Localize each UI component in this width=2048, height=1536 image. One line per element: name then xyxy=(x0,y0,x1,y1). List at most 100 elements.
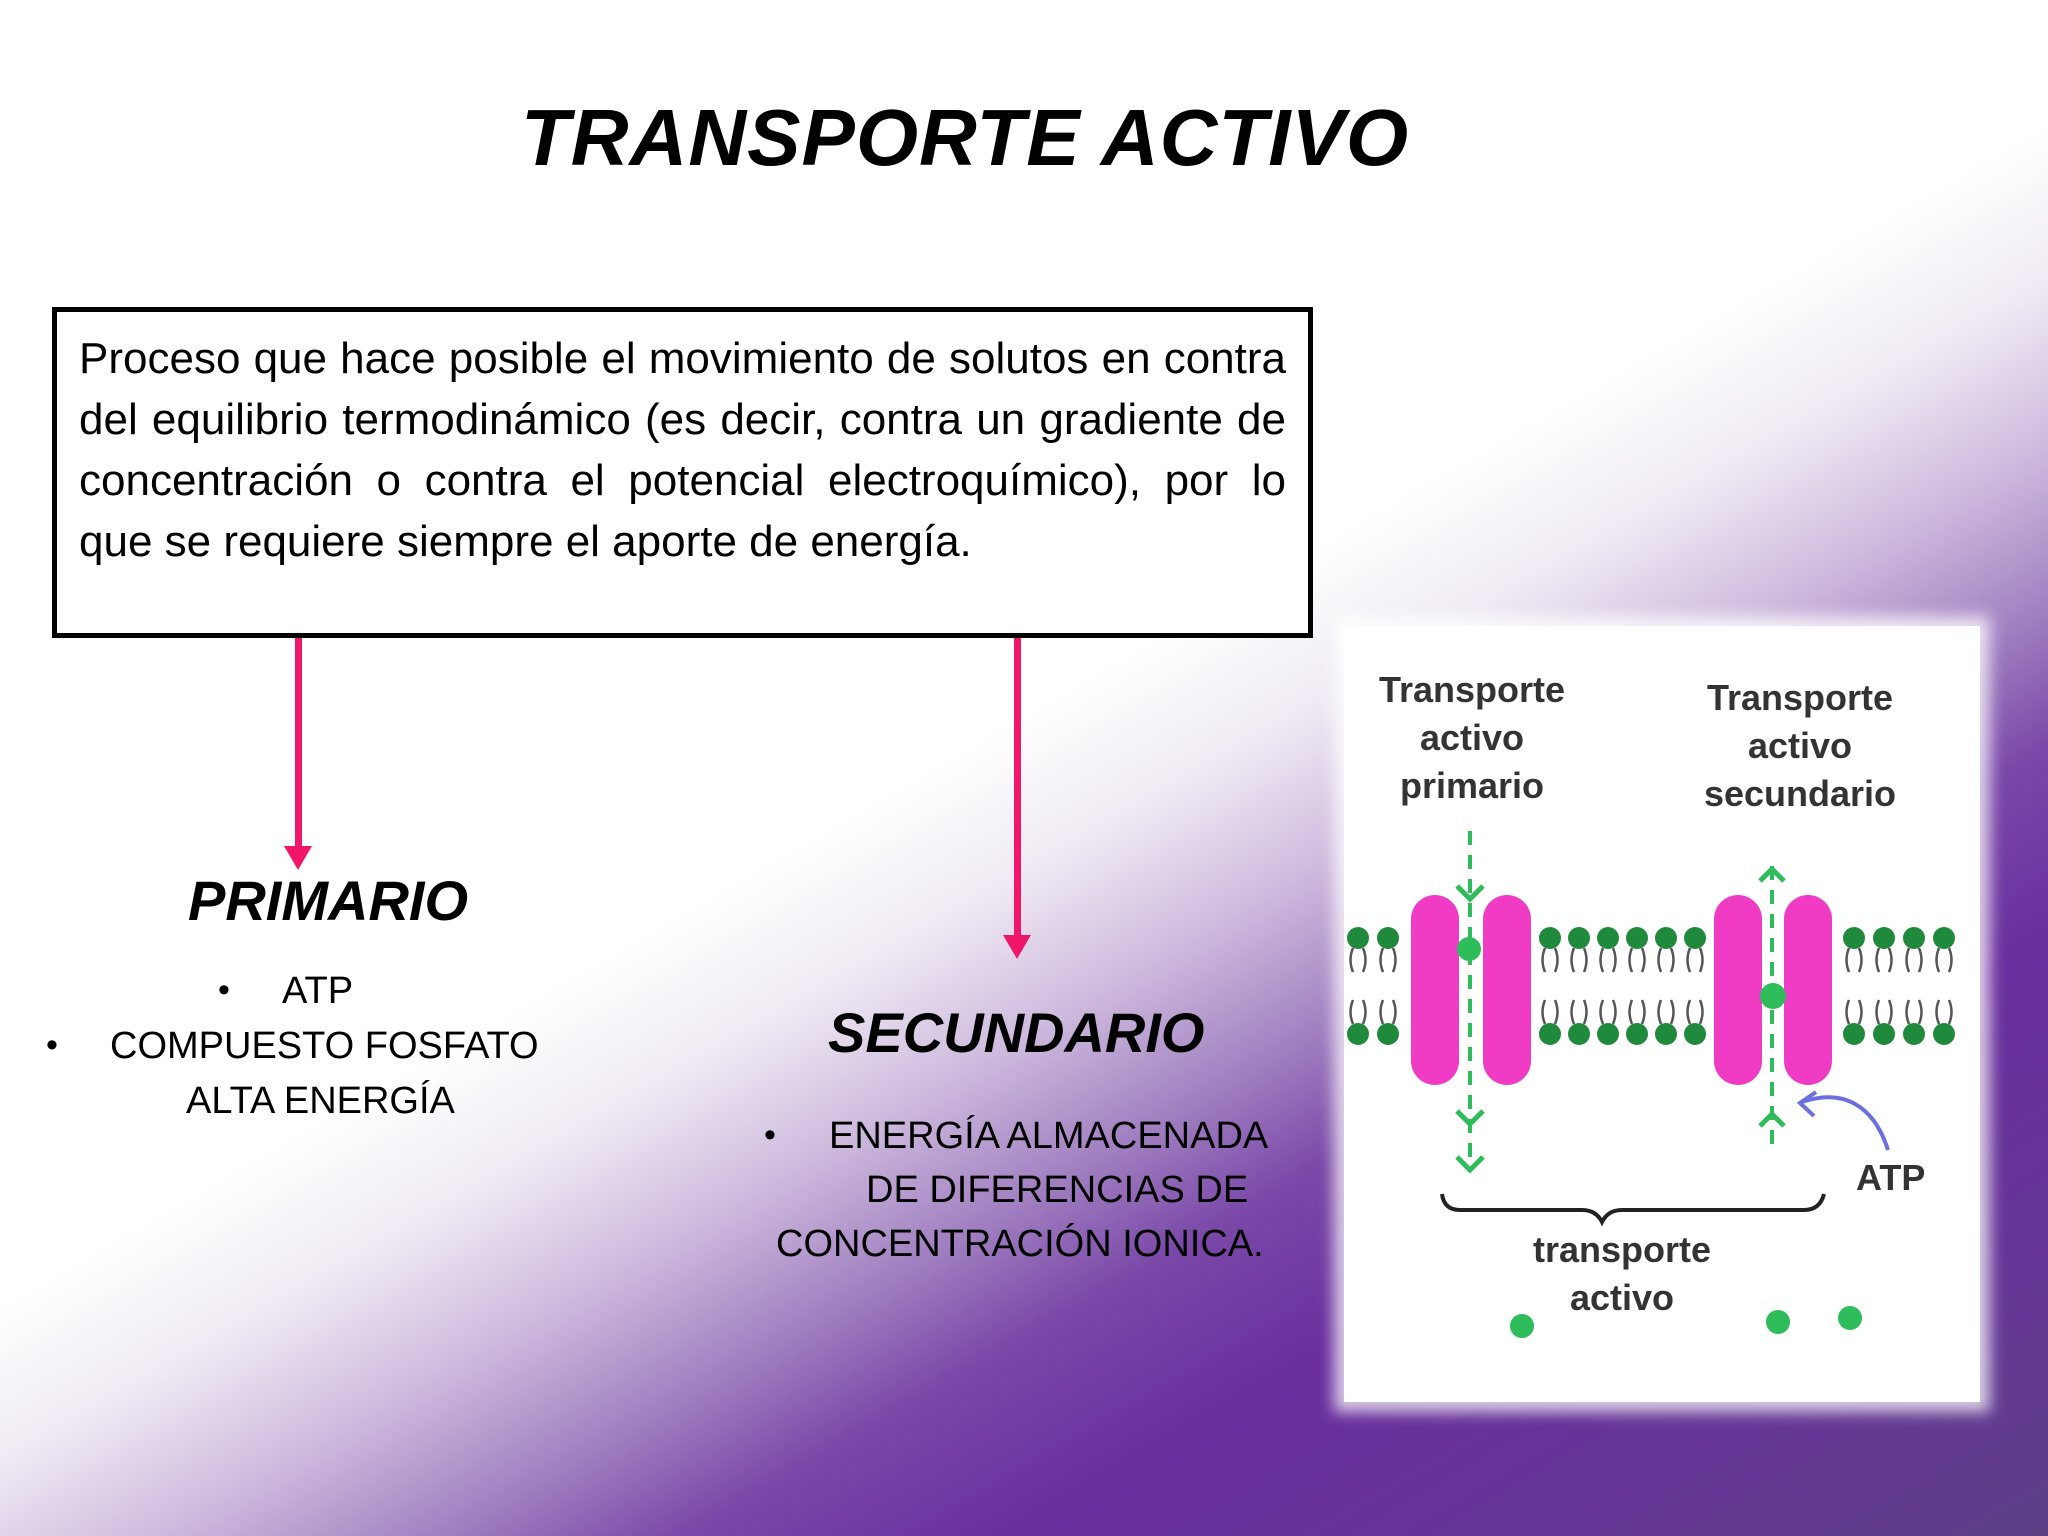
solute-bottom-2 xyxy=(1766,1310,1790,1334)
lipid-head xyxy=(1539,1023,1561,1045)
primary-down-chevron-bottom xyxy=(1455,1155,1485,1174)
lipid-tail xyxy=(1640,999,1646,1025)
lipid-tail xyxy=(1541,947,1547,973)
lipid-head xyxy=(1933,927,1955,949)
secundario-heading: SECUNDARIO xyxy=(828,1001,1205,1064)
lipid-head xyxy=(1626,927,1648,949)
lipid-tail xyxy=(1361,947,1367,973)
fig-label-primario: Transporte activo primario xyxy=(1372,666,1572,810)
fig-label-secundario: Transporte activo secundario xyxy=(1690,674,1910,818)
fig-label-bottom-line-2: activo xyxy=(1569,1277,1675,1318)
lipid-bilayer xyxy=(1347,927,1955,1045)
lipid-head xyxy=(1873,927,1895,949)
lipid-tail xyxy=(1669,999,1675,1025)
lipid-tail xyxy=(1553,999,1559,1025)
lipid-tail xyxy=(1686,947,1692,973)
solute-in-primary-channel xyxy=(1457,937,1481,961)
primario-bullet-marker-2: • xyxy=(46,1026,58,1064)
fig-label-primario-line-3: primario xyxy=(1399,765,1545,806)
lipid-tail xyxy=(1698,947,1704,973)
primario-bullet-fosfato-line-2: ALTA ENERGÍA xyxy=(186,1080,455,1122)
lipid-tail xyxy=(1582,999,1588,1025)
lipid-head xyxy=(1568,927,1590,949)
lipid-tail xyxy=(1845,947,1851,973)
lipid-tail xyxy=(1379,947,1385,973)
lipid-head xyxy=(1597,1023,1619,1045)
definition-box: Proceso que hace posible el movimiento d… xyxy=(52,307,1313,638)
fig-label-secundario-line-2: activo xyxy=(1747,725,1853,766)
lipid-head xyxy=(1843,1023,1865,1045)
secundario-bullet-line-3: CONCENTRACIÓN IONICA. xyxy=(776,1223,1264,1265)
lipid-tail xyxy=(1875,947,1881,973)
lipid-tail xyxy=(1553,947,1559,973)
lipid-tail xyxy=(1887,947,1893,973)
lipid-tail xyxy=(1917,999,1923,1025)
lipid-tail xyxy=(1669,947,1675,973)
lipid-tail xyxy=(1628,947,1634,973)
fig-label-primario-line-1: Transporte xyxy=(1378,669,1566,710)
lipid-head xyxy=(1539,927,1561,949)
lipid-head xyxy=(1597,927,1619,949)
lipid-tail xyxy=(1349,999,1355,1025)
lipid-tail xyxy=(1611,947,1617,973)
transport-brace xyxy=(1440,1193,1826,1227)
lipid-tail xyxy=(1570,999,1576,1025)
lipid-tail xyxy=(1857,999,1863,1025)
lipid-tail xyxy=(1391,999,1397,1025)
atp-arrow-head xyxy=(1796,1090,1818,1118)
membrane-transport-figure: Transporte activo primario Transporte ac… xyxy=(1344,626,1980,1402)
solute-bottom-1 xyxy=(1510,1314,1534,1338)
lipid-tail xyxy=(1935,999,1941,1025)
lipid-tail xyxy=(1698,999,1704,1025)
fig-label-bottom-line-1: transporte xyxy=(1532,1229,1712,1270)
primario-bullet-fosfato-line-1: COMPUESTO FOSFATO xyxy=(110,1025,539,1067)
lipid-head xyxy=(1684,1023,1706,1045)
lipid-tail xyxy=(1657,947,1663,973)
arrow-to-secundario-shaft xyxy=(1014,638,1021,940)
lipid-tail xyxy=(1379,999,1385,1025)
lipid-head xyxy=(1655,1023,1677,1045)
lipid-head xyxy=(1903,1023,1925,1045)
lipid-tail xyxy=(1845,999,1851,1025)
lipid-head xyxy=(1626,1023,1648,1045)
secondary-up-chevron-bottom xyxy=(1758,1110,1786,1128)
lipid-head xyxy=(1684,927,1706,949)
membrane-diagram xyxy=(1347,831,1955,1338)
secundario-bullet-line-2: DE DIFERENCIAS DE xyxy=(866,1169,1249,1211)
primary-transporter-left-half xyxy=(1411,895,1459,1085)
solute-in-secondary-channel xyxy=(1760,983,1786,1009)
fig-label-transporte-activo: transporte activo xyxy=(1522,1226,1722,1322)
fig-label-secundario-line-3: secundario xyxy=(1703,773,1897,814)
secundario-bullet-line-1: ENERGÍA ALMACENADA xyxy=(829,1115,1269,1157)
lipid-tail xyxy=(1640,947,1646,973)
lipid-tail xyxy=(1686,999,1692,1025)
lipid-head xyxy=(1873,1023,1895,1045)
lipid-tail xyxy=(1599,947,1605,973)
lipid-tail xyxy=(1905,947,1911,973)
lipid-tail xyxy=(1611,999,1617,1025)
lipid-head xyxy=(1655,927,1677,949)
lipid-tail xyxy=(1875,999,1881,1025)
primary-down-chevron-top xyxy=(1455,884,1485,903)
lipid-tail xyxy=(1570,947,1576,973)
arrow-to-secundario-head xyxy=(1003,935,1031,959)
fig-label-secundario-line-1: Transporte xyxy=(1706,677,1894,718)
lipid-head xyxy=(1347,927,1369,949)
lipid-tail xyxy=(1947,999,1953,1025)
lipid-head xyxy=(1903,927,1925,949)
arrow-to-primario-shaft xyxy=(295,638,302,860)
arrow-to-primario-head xyxy=(284,846,312,870)
lipid-tail xyxy=(1361,999,1367,1025)
secondary-up-chevron-top xyxy=(1758,865,1786,883)
lipid-tail xyxy=(1349,947,1355,973)
atp-curved-arrow xyxy=(1801,1095,1890,1151)
lipid-tail xyxy=(1541,999,1547,1025)
lipid-tail xyxy=(1582,947,1588,973)
slide-title: TRANSPORTE ACTIVO xyxy=(520,93,1410,182)
lipid-tail xyxy=(1917,947,1923,973)
lipid-tail xyxy=(1935,947,1941,973)
primary-down-chevron-mid xyxy=(1455,1109,1485,1128)
lipid-head xyxy=(1933,1023,1955,1045)
fig-label-primario-line-2: activo xyxy=(1419,717,1525,758)
primario-bullet-atp: ATP xyxy=(282,970,354,1012)
